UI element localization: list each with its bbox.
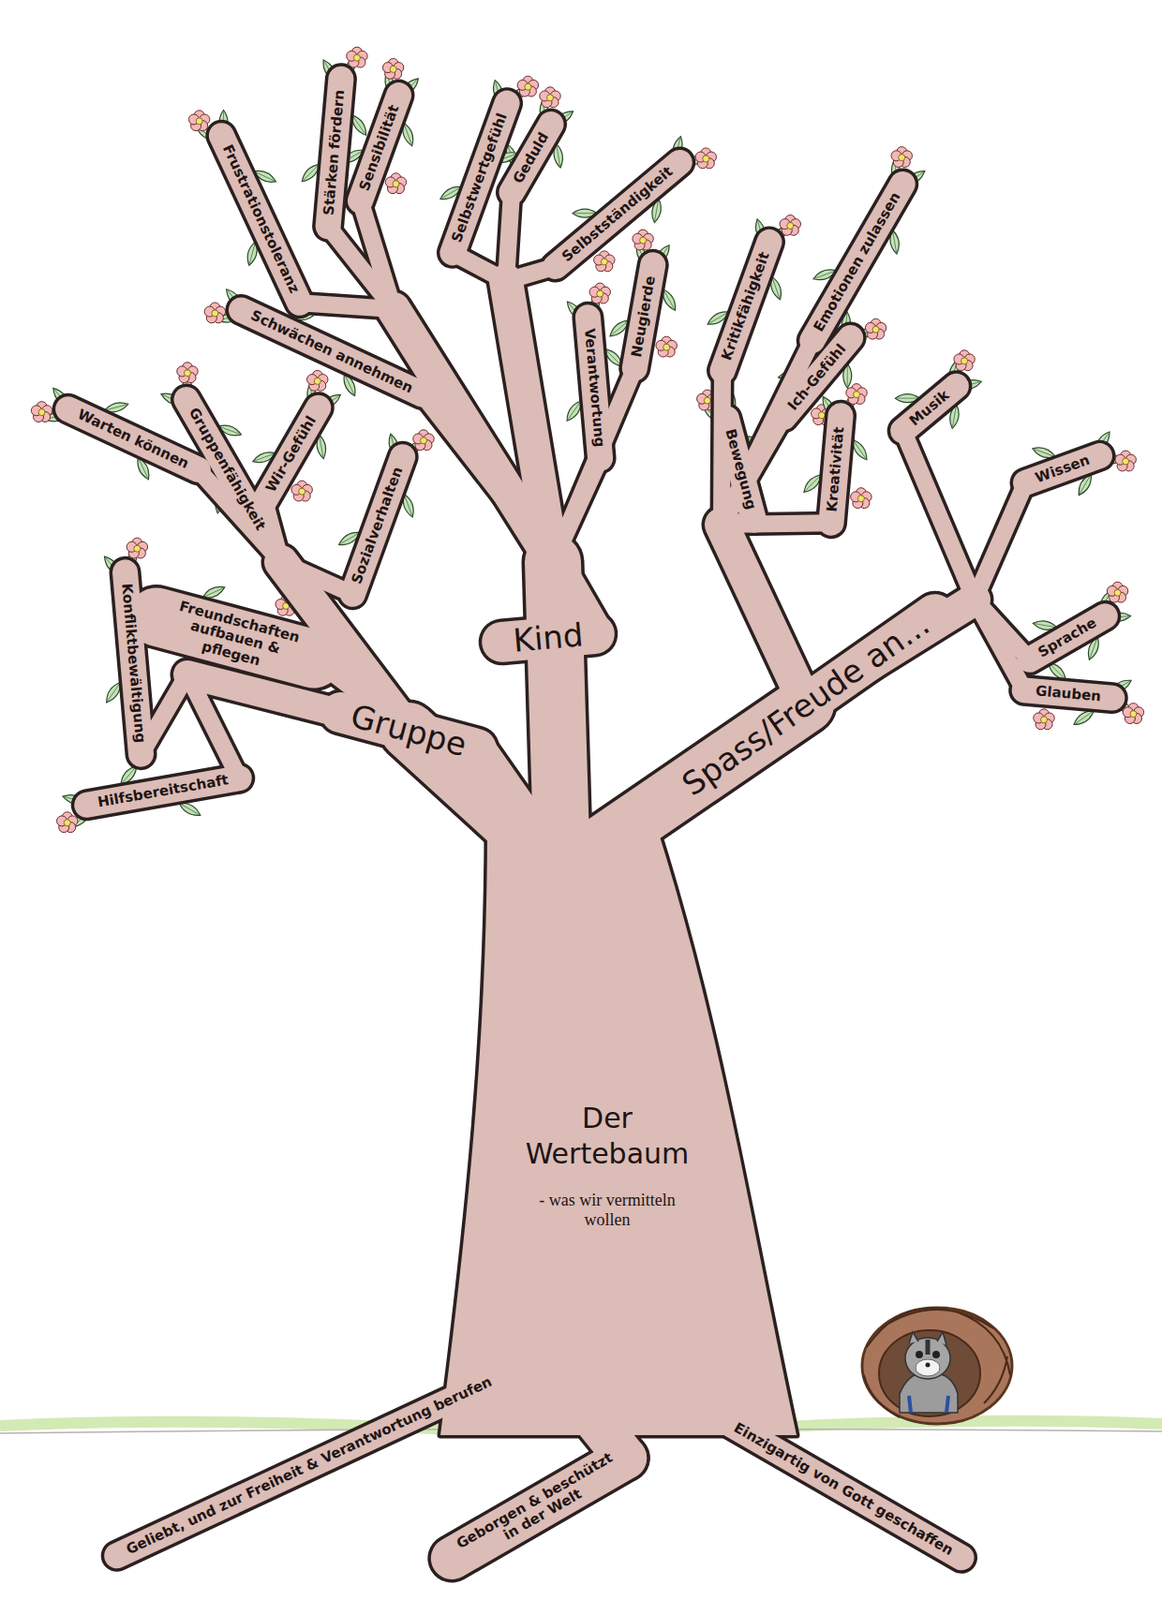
limb-label: Spass/Freude an... bbox=[675, 606, 937, 805]
connector-branch bbox=[974, 482, 1027, 600]
connector-branch bbox=[562, 794, 677, 872]
connector-branch bbox=[903, 431, 975, 600]
flower bbox=[632, 229, 654, 251]
chipmunk-eye bbox=[915, 1351, 924, 1359]
connector-branch bbox=[721, 417, 784, 525]
flower bbox=[1122, 703, 1144, 725]
flower bbox=[413, 430, 434, 451]
flower bbox=[126, 537, 148, 559]
flower bbox=[204, 302, 225, 324]
flower bbox=[30, 402, 52, 423]
connector-branch-outline bbox=[974, 482, 1027, 600]
branch-label: Frustrationstoleranz bbox=[219, 142, 303, 297]
root-label: Einzigartig von Gott geschaffen bbox=[730, 1420, 956, 1561]
branch-label: Warten können bbox=[74, 406, 192, 473]
connector-branch bbox=[721, 522, 832, 525]
flower bbox=[307, 370, 328, 391]
chipmunk-nose bbox=[925, 1363, 931, 1369]
flower bbox=[695, 148, 716, 169]
trunk-outline bbox=[440, 824, 797, 1436]
flower bbox=[385, 173, 406, 194]
label-branch-outline bbox=[903, 386, 957, 432]
tree-outline bbox=[68, 78, 1113, 1559]
flower bbox=[594, 251, 615, 272]
chipmunk-suspenders bbox=[908, 1396, 949, 1414]
chipmunk-muzzle bbox=[915, 1359, 940, 1377]
flower bbox=[1033, 709, 1055, 730]
flower bbox=[846, 384, 867, 405]
flower bbox=[655, 336, 677, 358]
tree-fill bbox=[68, 78, 1113, 1559]
label-branch bbox=[903, 386, 957, 432]
flower bbox=[779, 214, 801, 236]
branch-label: Emotionen zulassen bbox=[810, 190, 904, 336]
connector-branch bbox=[187, 674, 239, 779]
flower bbox=[953, 350, 975, 372]
flower bbox=[1106, 581, 1128, 603]
flower bbox=[1115, 450, 1136, 472]
flower bbox=[517, 75, 538, 97]
connector-branch bbox=[974, 599, 1025, 691]
chipmunk-ears bbox=[908, 1332, 947, 1346]
grass bbox=[768, 1421, 1162, 1429]
connector-branch-outline bbox=[903, 431, 975, 600]
label-branch-outline bbox=[555, 162, 681, 267]
connector-branch-outline bbox=[506, 192, 512, 282]
flower bbox=[382, 58, 403, 79]
limb bbox=[721, 524, 806, 705]
flower bbox=[589, 283, 611, 304]
flower bbox=[891, 147, 912, 168]
flower bbox=[177, 362, 198, 384]
connector-branch bbox=[476, 748, 563, 872]
root-label: Geborgen & beschützt in der Welt bbox=[453, 1450, 625, 1568]
flower bbox=[539, 87, 561, 108]
connector-branch bbox=[721, 341, 813, 525]
nest-twigs bbox=[864, 1308, 1011, 1418]
nest-hole bbox=[878, 1330, 981, 1417]
diagram-title: Der Wertebaum bbox=[504, 1101, 711, 1172]
flower bbox=[346, 46, 368, 68]
flower bbox=[188, 110, 209, 132]
trunk bbox=[440, 824, 797, 1436]
limb-label: Kind bbox=[511, 616, 585, 659]
nest bbox=[862, 1308, 1013, 1425]
limb-outline bbox=[721, 524, 806, 705]
connector-branch-outline bbox=[721, 417, 784, 525]
root-label: Geliebt, und zur Freiheit & Verantwortun… bbox=[123, 1374, 495, 1560]
subtitle: - was wir vermitteln wollen bbox=[527, 1191, 687, 1230]
chipmunk-stripe bbox=[925, 1340, 931, 1356]
chipmunk-eye bbox=[932, 1351, 940, 1359]
label-branch bbox=[555, 162, 681, 267]
connector-branch-outline bbox=[721, 522, 832, 525]
flower bbox=[850, 488, 872, 509]
flower bbox=[864, 318, 886, 340]
connector-branch bbox=[359, 200, 394, 310]
flower bbox=[291, 480, 313, 502]
connector-branch bbox=[422, 394, 553, 563]
nest-with-chipmunk bbox=[862, 1308, 1013, 1425]
connector-branch bbox=[506, 192, 512, 282]
